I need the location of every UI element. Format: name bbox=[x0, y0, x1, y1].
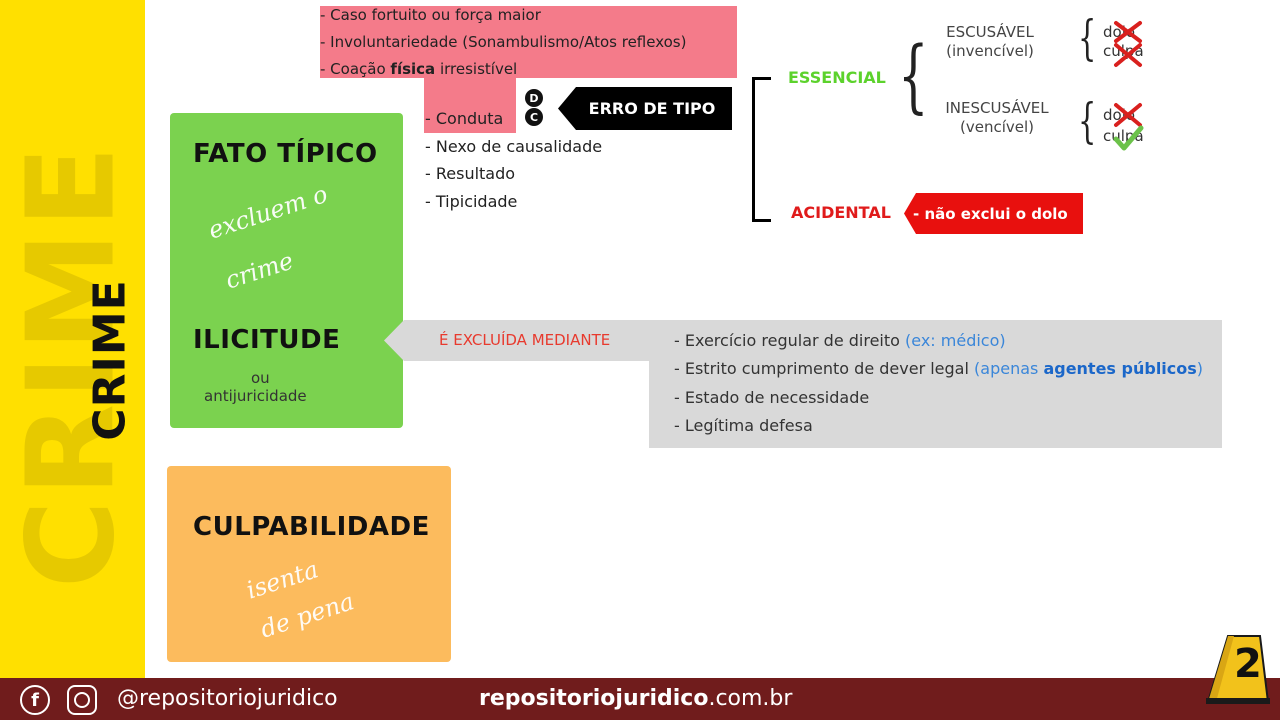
essencial-label: ESSENCIAL bbox=[788, 68, 886, 87]
inescusavel-dolo: dolo bbox=[1103, 106, 1136, 124]
escusavel-sub: (invencível) bbox=[946, 42, 1034, 60]
fato-tipico-title: FATO TÍPICO bbox=[193, 139, 378, 169]
evidence-marker-icon bbox=[1206, 635, 1270, 704]
culpabilidade-title: CULPABILIDADE bbox=[193, 512, 430, 542]
inescusavel-sub: (vencível) bbox=[959, 118, 1034, 136]
fato-tipico-box bbox=[170, 113, 403, 428]
culpabilidade-box bbox=[167, 466, 451, 662]
erro-de-tipo-arrow: ERRO DE TIPO bbox=[558, 87, 732, 130]
footer-site-link[interactable]: repositoriojuridico.com.br bbox=[479, 686, 793, 711]
inescusavel-label: INESCUSÁVEL bbox=[945, 99, 1049, 117]
excludente-caso-fortuito: - Caso fortuito ou força maior bbox=[320, 6, 541, 24]
legitima-defesa-item: - Legítima defesa bbox=[674, 416, 813, 435]
excludente-coacao: - Coação física irresistível bbox=[320, 60, 518, 78]
acidental-note-arrow: - não exclui o dolo bbox=[904, 193, 1083, 234]
culpa-badge: C bbox=[525, 108, 543, 126]
acidental-label: ACIDENTAL bbox=[791, 203, 891, 222]
acidental-note: - não exclui o dolo bbox=[913, 204, 1068, 223]
facebook-icon[interactable]: f bbox=[20, 685, 50, 715]
escusavel-brace: { bbox=[1078, 10, 1097, 66]
excludente-involuntariedade: - Involuntariedade (Sonambulismo/Atos re… bbox=[320, 33, 687, 51]
elemento-nexo: - Nexo de causalidade bbox=[425, 137, 603, 156]
inescusavel-brace: { bbox=[1078, 93, 1097, 149]
footer-handle[interactable]: @repositoriojuridico bbox=[117, 686, 338, 711]
instagram-icon[interactable] bbox=[67, 685, 97, 715]
estrito-cumprimento-item: - Estrito cumprimento de dever legal (ap… bbox=[674, 359, 1204, 378]
footer-bar bbox=[0, 678, 1280, 720]
ilicitude-sub-ou: ou bbox=[251, 369, 270, 387]
elemento-conduta: - Conduta bbox=[425, 109, 504, 128]
ilicitude-sub-antijuricidade: antijuricidade bbox=[204, 387, 307, 405]
inescusavel-group: INESCUSÁVEL (vencível) bbox=[938, 99, 1056, 137]
erro-bracket bbox=[752, 77, 771, 222]
escusavel-label: ESCUSÁVEL bbox=[946, 23, 1034, 41]
essencial-brace: { bbox=[898, 29, 929, 122]
escusavel-excluded-icon bbox=[1114, 21, 1142, 67]
escusavel-dolo: dolo bbox=[1103, 23, 1136, 41]
excluida-arrow bbox=[384, 320, 654, 361]
erro-de-tipo-label: ERRO DE TIPO bbox=[588, 99, 716, 118]
exercicio-regular-item: - Exercício regular de direito (ex: médi… bbox=[674, 331, 1006, 350]
sidebar-title: CRIME bbox=[84, 279, 136, 441]
estado-necessidade-item: - Estado de necessidade bbox=[674, 388, 870, 407]
evidence-number: 2 bbox=[1234, 641, 1262, 687]
elemento-tipicidade: - Tipicidade bbox=[425, 192, 518, 211]
conduta-highlight bbox=[424, 78, 516, 133]
excluida-mediante-label: É EXCLUÍDA MEDIANTE bbox=[439, 331, 611, 349]
escusavel-group: ESCUSÁVEL (invencível) bbox=[941, 23, 1039, 61]
ilicitude-title: ILICITUDE bbox=[193, 325, 341, 355]
excludentes-ilicitude-panel bbox=[649, 320, 1222, 448]
dolo-badge: D bbox=[525, 89, 543, 107]
inescusavel-status-icon bbox=[1113, 103, 1144, 151]
elemento-resultado: - Resultado bbox=[425, 164, 516, 183]
excludentes-box bbox=[320, 6, 737, 78]
sidebar-strip: CRIME CRIME bbox=[0, 0, 145, 678]
